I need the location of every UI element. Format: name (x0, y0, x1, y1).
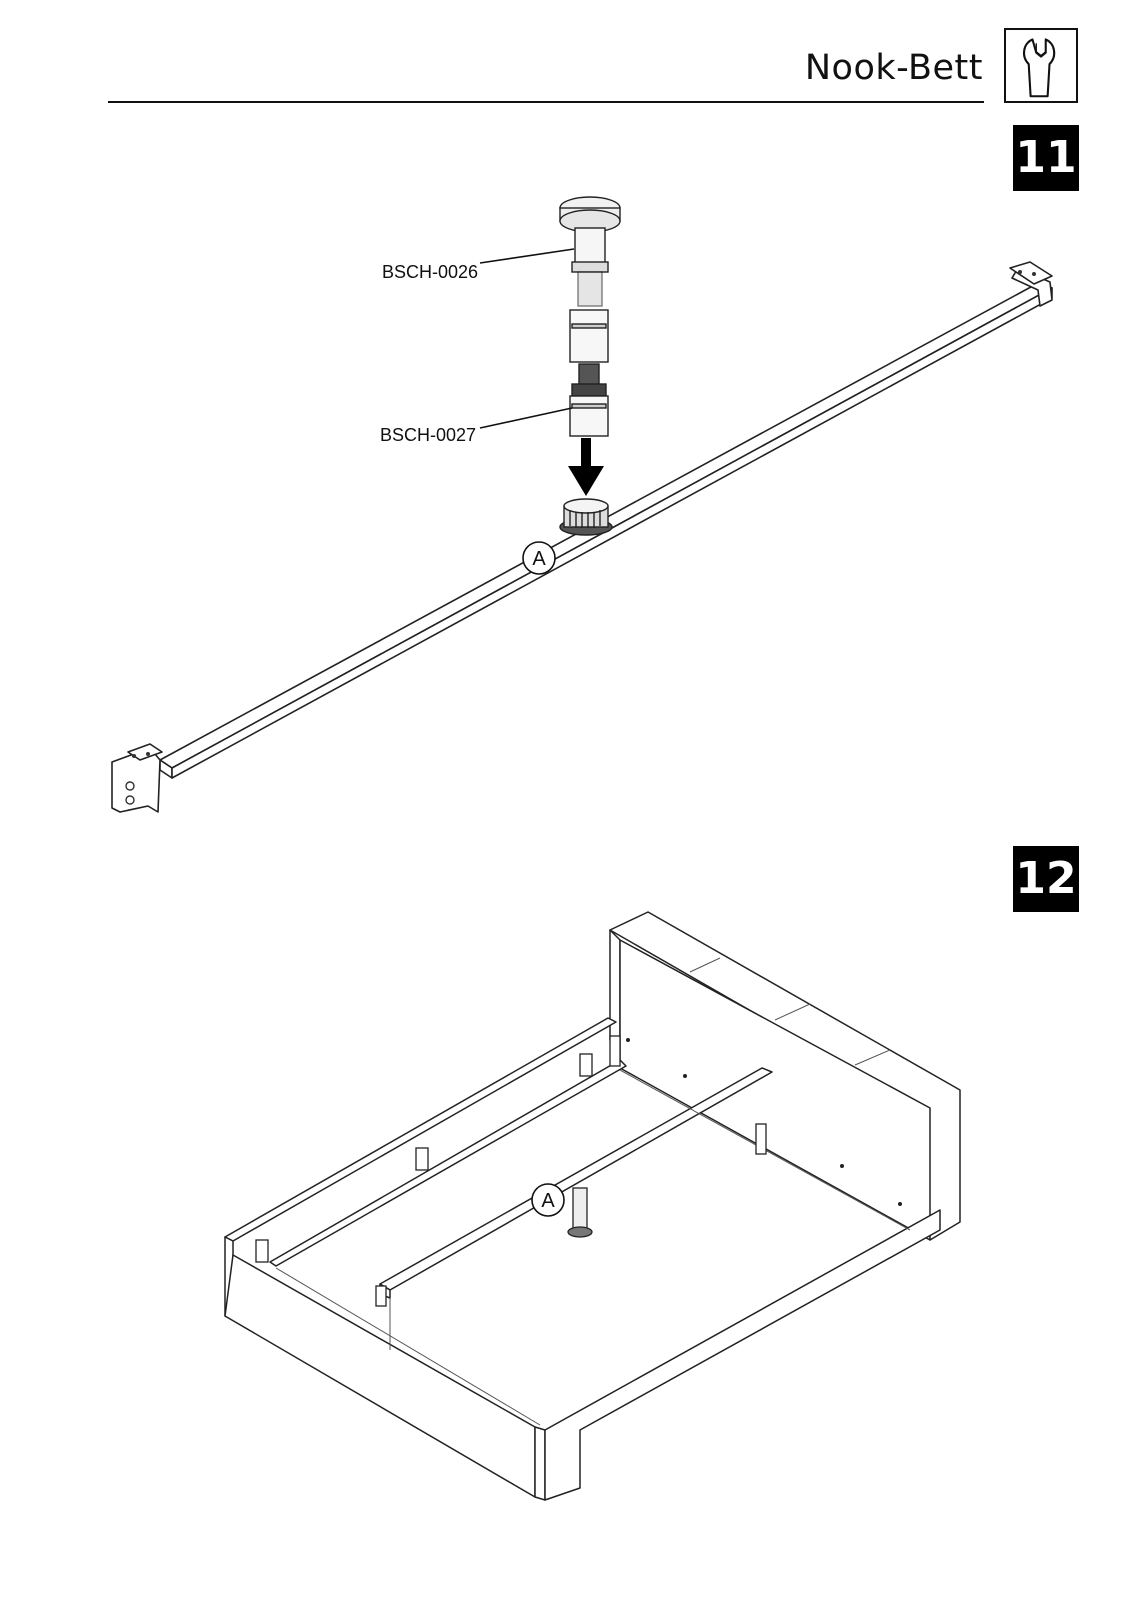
part-label-foot-bottom: BSCH-0027 (380, 425, 476, 445)
installed-foot (568, 1188, 592, 1237)
adjustable-foot-bottom (570, 384, 608, 436)
callout-a-step12: A (532, 1184, 564, 1216)
foot-socket (560, 499, 612, 535)
step-12-illustration: A (0, 900, 1132, 1520)
wrench-icon (1004, 28, 1078, 103)
adjustable-foot-middle (570, 310, 608, 386)
callout-a-step11: A (523, 542, 555, 574)
header-divider (108, 101, 984, 103)
part-label-foot-top: BSCH-0026 (382, 262, 478, 282)
insert-arrow (568, 438, 604, 496)
callout-label: A (532, 548, 546, 570)
page-title: Nook-Bett (700, 48, 983, 88)
bed-frame (225, 912, 960, 1500)
adjustable-foot-top (560, 197, 620, 306)
callout-label: A (541, 1190, 555, 1212)
step-11-illustration: BSCH-0026 BSCH-0027 A (0, 180, 1132, 830)
